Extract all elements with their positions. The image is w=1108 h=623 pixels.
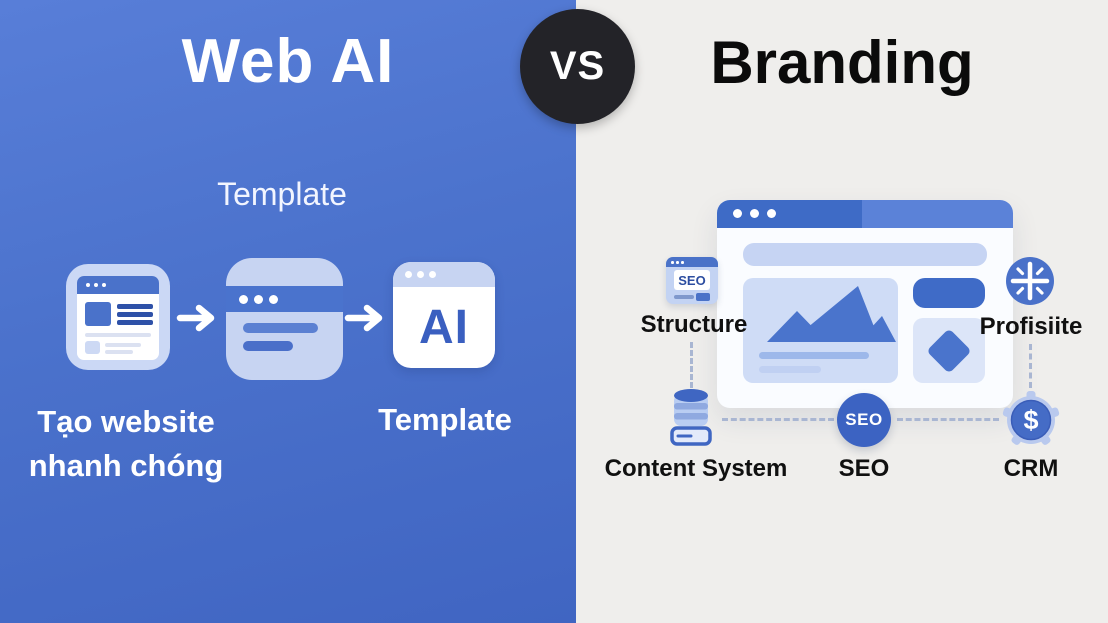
template-bottom-label: Template [378,402,512,437]
dashed-connector-vertical [1029,344,1032,388]
sparkle-plus-icon [1006,257,1054,305]
window-dot-icon [750,209,759,218]
seo-card-label: SEO [674,270,710,290]
tagline-line-1: Tạo website [37,404,215,439]
browser-card [77,276,159,360]
text-line [105,343,141,347]
seo-label: SEO [838,455,890,482]
mountain-chart-icon [767,286,896,342]
profile-label: Profisiite [979,313,1083,340]
window-dot-icon [86,283,90,287]
window-dot-icon [405,271,412,278]
arrow-right-icon [176,304,215,332]
window-dot-icon [767,209,776,218]
window-dot-icon [676,261,679,264]
vs-label: VS [549,44,606,88]
dashed-connector-horizontal [722,418,834,421]
chart-panel [743,278,898,383]
window-dot-icon [681,261,684,264]
text-line [243,323,318,333]
dashed-connector-horizontal [897,418,999,421]
right-title: Branding [710,29,974,96]
window-dot-icon [94,283,98,287]
window-dot-icon [254,295,263,304]
text-line [117,312,153,317]
window-dot-icon [429,271,436,278]
content-system-label: Content System [604,455,788,482]
arrow-right-icon [344,304,383,332]
crm-dollar-gear-icon: $ [1002,391,1060,449]
text-line [117,304,153,309]
tagline-line-2: nhanh chóng [28,448,224,483]
browser-page-icon [66,264,170,370]
text-line [243,341,293,351]
window-button-block [913,278,985,308]
text-line [105,350,133,354]
template-window-icon [226,258,343,380]
thumbnail-block [85,302,111,326]
text-line [759,366,821,373]
dashed-connector-vertical [690,342,693,388]
window-dot-icon [269,295,278,304]
template-top-label: Template [217,176,347,212]
text-line [674,295,694,299]
text-line [85,333,151,337]
vs-badge: VS [520,9,635,124]
crm-dollar-label: $ [1023,404,1039,435]
window-dot-icon [417,271,424,278]
window-dot-icon [102,283,106,287]
window-dot-icon [733,209,742,218]
crm-label: CRM [1003,455,1059,482]
left-title: Web AI [181,27,395,96]
window-dot-icon [671,261,674,264]
text-line [117,320,153,325]
window-searchbar [743,243,987,266]
database-icon [670,389,712,446]
gear-icon [1002,391,1060,445]
structure-label: Structure [640,311,748,338]
diamond-icon [926,327,972,374]
mini-header-bar [666,257,718,267]
seo-badge-label: SEO [845,410,883,429]
seo-mini-browser-icon: SEO [666,257,718,304]
left-tagline: Tạo website nhanh chóng [6,400,246,488]
diamond-panel [913,318,985,383]
window-header-bar [393,262,495,287]
text-line [759,352,869,359]
branding-browser-mockup [717,200,1013,408]
button-block [696,293,710,301]
window-header-bar [717,200,1013,228]
browser-header-bar [77,276,159,294]
ai-window-icon: AI [393,262,495,368]
ai-label: AI [419,301,469,354]
seo-circle-badge: SEO [837,393,891,447]
window-dot-icon [239,295,248,304]
thumbnail-block [85,341,100,354]
window-header-bar [226,286,343,312]
